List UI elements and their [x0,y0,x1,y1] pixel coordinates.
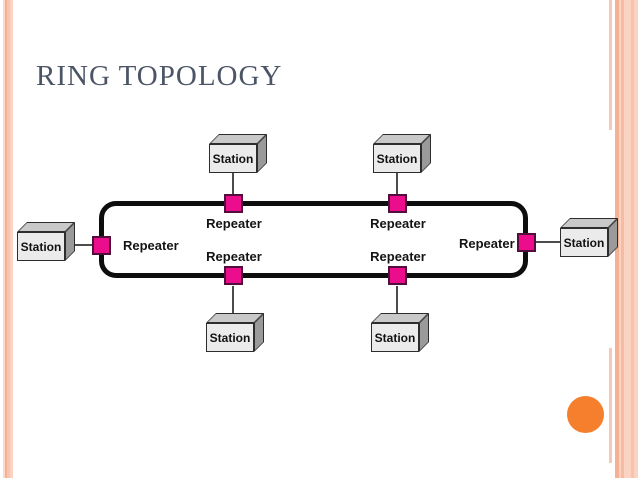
repeater-node-top-left [224,194,243,213]
connector-top-left [232,170,234,195]
station-front-face: Station [17,232,65,261]
repeater-node-bottom-right [388,266,407,285]
repeater-node-bottom-left [224,266,243,285]
station-label: Station [20,239,62,254]
station-label: Station [376,151,418,166]
station-node-bottom-left: Station [206,313,264,352]
repeater-node-top-right [388,194,407,213]
repeater-node-right [517,233,536,252]
station-label: Station [374,330,416,345]
station-front-face: Station [371,323,419,352]
right-edge-stripe-band [615,0,638,478]
connector-bottom-left [232,286,234,314]
connector-top-right [396,170,398,195]
station-front-face: Station [560,228,608,257]
station-front-face: Station [206,323,254,352]
connector-right [535,241,561,243]
station-label: Station [209,330,251,345]
station-front-face: Station [209,144,257,173]
station-node-bottom-right: Station [371,313,429,352]
station-node-top-right: Station [373,134,431,173]
repeater-label-right: Repeater [459,236,515,251]
station-node-right: Station [560,218,618,257]
repeater-node-left [92,236,111,255]
repeater-label-bottom-right: Repeater [370,249,426,264]
repeater-label-top-left: Repeater [206,216,262,231]
slide-title: RING TOPOLOGY [36,60,283,92]
repeater-label-bottom-left: Repeater [206,249,262,264]
station-label: Station [563,235,605,250]
station-label: Station [212,151,254,166]
repeater-label-left: Repeater [123,238,179,253]
right-thin-stripe-bottom [609,348,612,463]
station-node-top-left: Station [209,134,267,173]
left-edge-stripe [3,0,13,478]
right-thin-stripe-top [609,0,612,130]
connector-bottom-right [396,286,398,314]
accent-circle [567,396,604,433]
repeater-label-top-right: Repeater [370,216,426,231]
station-node-left: Station [17,222,75,261]
station-front-face: Station [373,144,421,173]
connector-left [64,244,93,246]
